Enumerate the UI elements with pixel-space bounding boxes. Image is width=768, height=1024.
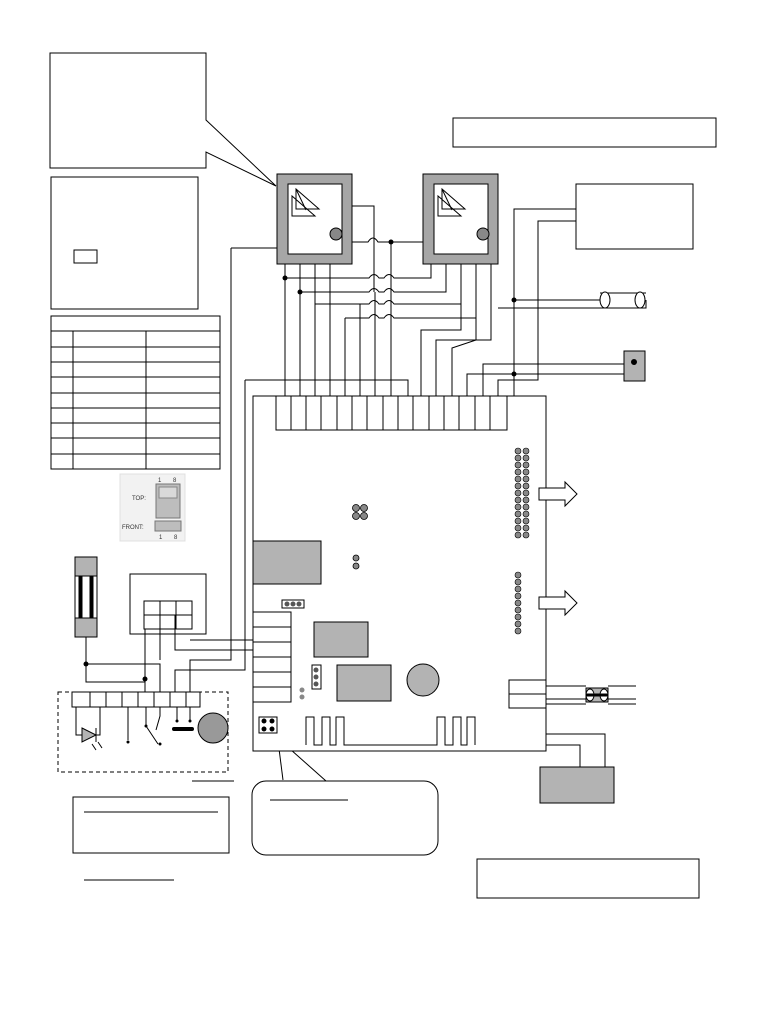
callout-box-top-left <box>49 52 277 187</box>
terminal-block <box>129 573 207 635</box>
connector-pin-first-bottom: 1 <box>159 535 163 541</box>
sensor-module <box>57 691 234 782</box>
callout-bubble-bottom <box>251 780 439 856</box>
sensor-box <box>623 350 646 382</box>
diode-icon <box>81 727 98 743</box>
fuse-holder <box>74 556 98 638</box>
note-box-bottom-left <box>72 796 230 881</box>
connector-front-view <box>154 520 182 532</box>
relay-2 <box>422 173 499 265</box>
device-box-right <box>575 183 694 250</box>
buzzer <box>197 712 229 744</box>
led-icon <box>91 741 103 751</box>
junction-dots <box>83 239 517 682</box>
connector-pin-first-top: 1 <box>158 478 162 484</box>
inline-fuse <box>599 291 646 309</box>
relay-1 <box>276 173 353 265</box>
connector-pin-last-bottom: 8 <box>174 535 178 541</box>
panel-indicator <box>73 249 98 264</box>
pin-header-lower <box>514 571 522 635</box>
pin-header-upper <box>514 447 530 539</box>
connector-top-label: TOP: <box>132 496 146 502</box>
arrow-right-icon <box>538 589 578 617</box>
terminal-table <box>50 315 221 470</box>
connector-front-label: FRONT: <box>122 525 144 531</box>
inline-connector <box>546 685 636 705</box>
wiring <box>85 205 647 782</box>
connector-pin-last-top: 8 <box>173 478 177 484</box>
connector-inset: 1 8 TOP: FRONT: 1 8 <box>119 473 186 542</box>
arrow-right-icon <box>538 480 578 508</box>
control-board <box>252 395 547 752</box>
label-box-bottom-right <box>476 858 700 899</box>
relay-switch-icon <box>291 187 321 217</box>
output-device <box>539 766 615 804</box>
relay-switch-icon <box>437 187 467 217</box>
info-panel-left <box>50 176 199 310</box>
label-box-top-right <box>452 117 717 148</box>
